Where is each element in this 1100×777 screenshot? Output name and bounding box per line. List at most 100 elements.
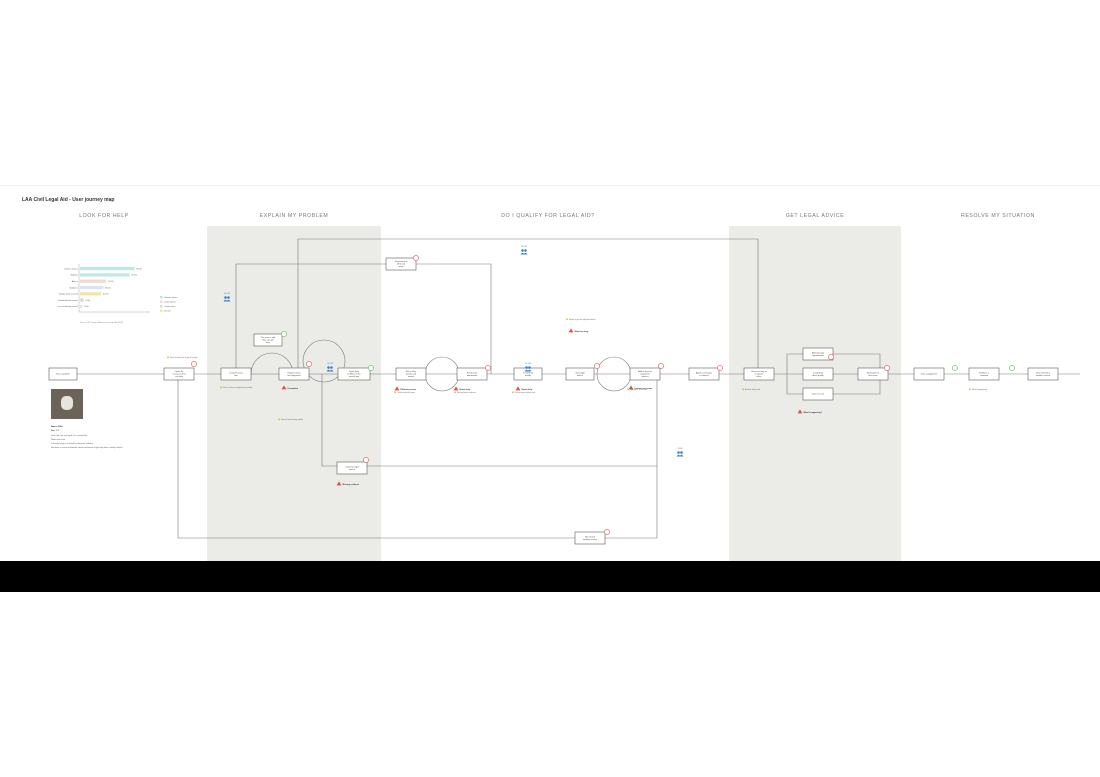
annotation-text: Anxious about cost (745, 388, 761, 391)
phase-header-qualify: DO I QUALIFY FOR LEGAL AID? (501, 213, 594, 219)
journey-node-label: details and (406, 373, 417, 376)
warning-label: Difficult process (401, 388, 418, 391)
journey-node-label: a contract (699, 374, 709, 377)
journey-node-label: solicitor (641, 375, 648, 378)
journey-node-box (253, 333, 283, 347)
journey-node-label: firm (234, 374, 238, 377)
journey-node-label: Looks for (175, 370, 184, 373)
user-count-label: 16,000 (327, 363, 334, 365)
journey-node-label: Has a problem (56, 373, 70, 376)
user-group-icon (223, 299, 231, 302)
emotion-face-icon (413, 255, 419, 261)
chart-value-label: 78,000 (136, 268, 142, 270)
annotation-bullet (566, 318, 568, 321)
warning-icon (515, 386, 521, 391)
journey-node-label: their case (868, 374, 878, 377)
phase-band-explain (207, 226, 381, 562)
emotion-face-icon (363, 457, 369, 463)
user-group-icon (326, 369, 334, 372)
journey-node-box (802, 347, 834, 361)
emotion-face-icon (828, 354, 834, 360)
warning-icon (394, 386, 400, 391)
journey-node-label: fill in and (397, 264, 406, 266)
journey-node-label: search box (349, 375, 360, 378)
journey-node-label: appointed (640, 373, 650, 376)
chart-bar (80, 273, 130, 277)
journey-node-box (629, 367, 661, 381)
annotation-bullet (969, 388, 971, 391)
annotation-text: Confused by the forms (397, 391, 415, 394)
journey-node-label: resources that (172, 373, 186, 376)
journey-node-box (802, 367, 834, 381)
journey-node-box (1027, 367, 1059, 381)
journey-node-box (857, 367, 889, 381)
chart-source: Source: LSC Survey of Awareness of Legal… (80, 321, 124, 324)
journey-node-label: Sent forms to (395, 260, 408, 263)
journey-node-label: appointment (812, 354, 824, 357)
persona-situation: Currently living in a hostel for domesti… (51, 442, 94, 445)
journey-node-label: advice (349, 469, 356, 471)
journey-node-label: means (408, 376, 414, 378)
emotion-face-icon (1009, 365, 1015, 371)
mid-loop-line (321, 374, 657, 467)
journey-node-label: information (467, 374, 478, 377)
far-top-line (297, 238, 759, 374)
journey-node-label: Problem is (979, 371, 989, 374)
user-group-icon (677, 451, 680, 454)
journey-node-label: another service (1036, 374, 1051, 377)
chart-category-label: Community law centre (57, 299, 78, 302)
emotion-face-icon (594, 363, 600, 369)
awareness-chart: Source: LSC Survey of Awareness of Legal… (57, 264, 178, 324)
journey-node-label: Explains what (288, 371, 301, 374)
annotation-text: Needs to get the right documents (569, 318, 596, 321)
user-group-icon (676, 454, 684, 457)
warning-icon (336, 481, 342, 486)
journey-node-label: office (757, 376, 763, 378)
journey-node-label: Resolution of (867, 371, 880, 374)
chart-value-label: 70,000 (131, 275, 137, 277)
journey-node-label: can help (175, 376, 184, 378)
annotation-text: Not sure how to explain their problem (223, 386, 253, 389)
user-group-icon (521, 249, 524, 252)
warning-label: Waits too long (575, 330, 589, 333)
chart-bar (80, 292, 102, 296)
journey-node-box (385, 257, 417, 271)
journey-node-label: Is told they (523, 371, 534, 374)
journey-node-box (968, 367, 1000, 381)
user-group-icon (524, 249, 527, 252)
warning-label: Needs help (522, 389, 533, 391)
user-count-label: 25,000 (521, 246, 528, 248)
journey-node-label: help (266, 342, 271, 344)
journey-node-label: Gets a judgement (921, 373, 938, 376)
emotion-face-icon (191, 361, 197, 367)
phase-header-explain: EXPLAIN MY PROBLEM (260, 213, 329, 219)
chart-legend-label: Organisation (164, 305, 175, 308)
journey-node-label: Gets legal (575, 371, 585, 374)
warning-icon (797, 409, 803, 414)
journey-node-label: return (398, 265, 404, 268)
chart-bar (80, 285, 104, 290)
user-group-icon (224, 296, 227, 299)
chart-legend-label: Internet (164, 310, 171, 313)
user-count-label: 14,000 (525, 363, 532, 365)
journey-node-label: Gets referred to (1036, 371, 1051, 374)
journey-node-box (565, 367, 595, 381)
persona-age: Age: 24 (51, 429, 59, 432)
journey-node-box (513, 367, 543, 381)
journey-map-board: LAA Civil Legal Aid - User journey map L… (0, 185, 1100, 562)
journey-node-box (688, 367, 720, 381)
warning-icon (628, 385, 634, 390)
journey-node-label: Agrees and signs (696, 371, 712, 374)
chart-bar (80, 304, 83, 308)
journey-node-label: The user is told (261, 336, 276, 339)
journey-node-box (802, 387, 834, 401)
user-group-icon (327, 366, 330, 369)
persona-photo-face (61, 396, 73, 410)
emotion-face-icon (281, 331, 287, 337)
annotation-text: Waiting for a decision (630, 388, 647, 391)
persona-card: Name: Ellie Age: 24 Lives with her son a… (51, 389, 123, 449)
user-group-icon (227, 296, 230, 299)
user-group-icon (528, 366, 531, 369)
explain-arc (250, 352, 294, 375)
